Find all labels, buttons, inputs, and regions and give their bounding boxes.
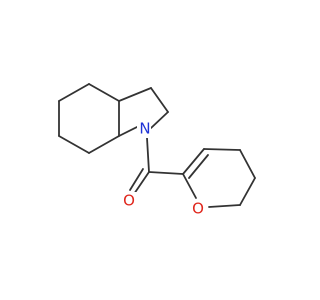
atom-n-label: N [139, 120, 150, 138]
molecule-canvas: N O O [58, 83, 256, 218]
bond-pyran-c4-c5 [239, 149, 256, 179]
bond-pyran-c2-c3 [182, 148, 205, 175]
bond-c3-c2 [150, 87, 169, 113]
atom-n-background [137, 120, 151, 138]
bond-n-carbonyl-c [146, 137, 150, 173]
atom-ring-o-label: O [192, 200, 204, 218]
atom-carbonyl-o-background [121, 192, 137, 210]
molecule-structure: N O O [58, 83, 256, 218]
bond-pyran-c3-c4 [203, 148, 241, 151]
bond-carbonyl-c-ring-c [148, 171, 184, 175]
bond-pyran-c2-c3-double [188, 154, 209, 179]
bond-c3a-c3 [118, 87, 152, 102]
bond-c2-n [150, 111, 169, 129]
bond-c3a-c1 [88, 83, 120, 102]
bond-carbonyl-c-o-1 [133, 171, 150, 195]
bond-pyran-o-c2 [182, 173, 197, 199]
bond-pyran-c6-o [208, 204, 241, 208]
bond-c4-c7a [88, 135, 120, 154]
atom-ring-o-background [190, 200, 207, 218]
bond-pyran-c5-c6 [239, 177, 256, 206]
bond-c3-c4 [58, 135, 90, 154]
bond-c1-c2 [58, 83, 90, 102]
bond-carbonyl-c-o-2 [129, 168, 144, 191]
atom-carbonyl-o-label: O [123, 192, 135, 210]
